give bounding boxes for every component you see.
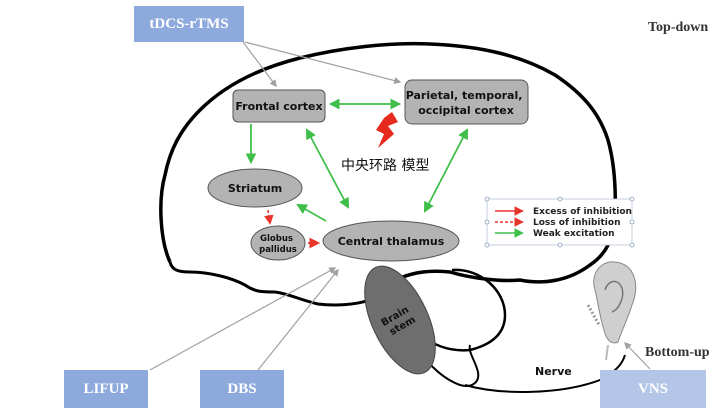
globus-pallidus-node (250, 225, 306, 261)
arrow-thalamus-parietal (424, 128, 468, 213)
lifup-label: LIFUP (83, 380, 129, 397)
arrow-lifup-thalamus (149, 267, 337, 371)
lightning-icon (376, 112, 398, 148)
parietal-label-1: Parietal, temporal, (406, 89, 523, 102)
dbs-label: DBS (227, 380, 257, 397)
parietal-cortex-node (404, 79, 529, 125)
ear-icon (586, 261, 637, 361)
lifup-box: LIFUP (64, 370, 148, 408)
dbs-box: DBS (200, 370, 284, 408)
vns-box: VNS (600, 370, 706, 408)
frontal-cortex-label: Frontal cortex (235, 100, 322, 113)
arrow-tdcs-frontal (242, 41, 277, 88)
svg-text:Globus pallidus: Globus pallidus (259, 234, 297, 255)
bottom-up-label: Bottom-up (645, 345, 710, 360)
central-thalamus-label: Central thalamus (338, 235, 445, 248)
tdcs-rtms-label: tDCS-rTMS (149, 15, 229, 32)
arrow-thalamus-frontal (305, 128, 350, 209)
arrow-striatum-globus (264, 209, 274, 225)
circuit-model-title: 中央环路 模型 (341, 158, 429, 174)
legend-weak-label: Weak excitation (533, 229, 615, 239)
frontal-cortex-node (232, 89, 326, 123)
brain-lower-outline (168, 261, 371, 307)
top-down-label: Top-down (648, 20, 709, 35)
cerebellum-outline (414, 268, 507, 352)
tdcs-rtms-box: tDCS-rTMS (134, 6, 244, 42)
arrow-vns-ear (624, 341, 651, 370)
parietal-label-2: occipital cortex (418, 104, 514, 117)
arrow-tdcs-parietal (244, 41, 402, 85)
nerve-label: Nerve (535, 365, 572, 378)
arrow-thalamus-striatum (296, 203, 327, 222)
striatum-node (207, 168, 303, 208)
globus-label-2: pallidus (259, 245, 297, 255)
brain-outline (159, 41, 618, 284)
nerve-line (464, 354, 626, 393)
legend: Excess of inhibition Loss of inhibition … (484, 196, 635, 248)
arrow-dbs-thalamus (257, 268, 339, 371)
central-thalamus-node (322, 220, 460, 262)
legend-loss-label: Loss of inhibition (533, 218, 621, 228)
svg-text:Parietal, temporal, occi: Parietal, temporal, occipital cortex (406, 89, 527, 117)
striatum-label: Striatum (228, 182, 282, 195)
legend-excess-label: Excess of inhibition (533, 207, 632, 217)
vns-label: VNS (637, 380, 668, 397)
brainstem-node (364, 265, 436, 375)
globus-label-1: Globus (260, 234, 293, 244)
